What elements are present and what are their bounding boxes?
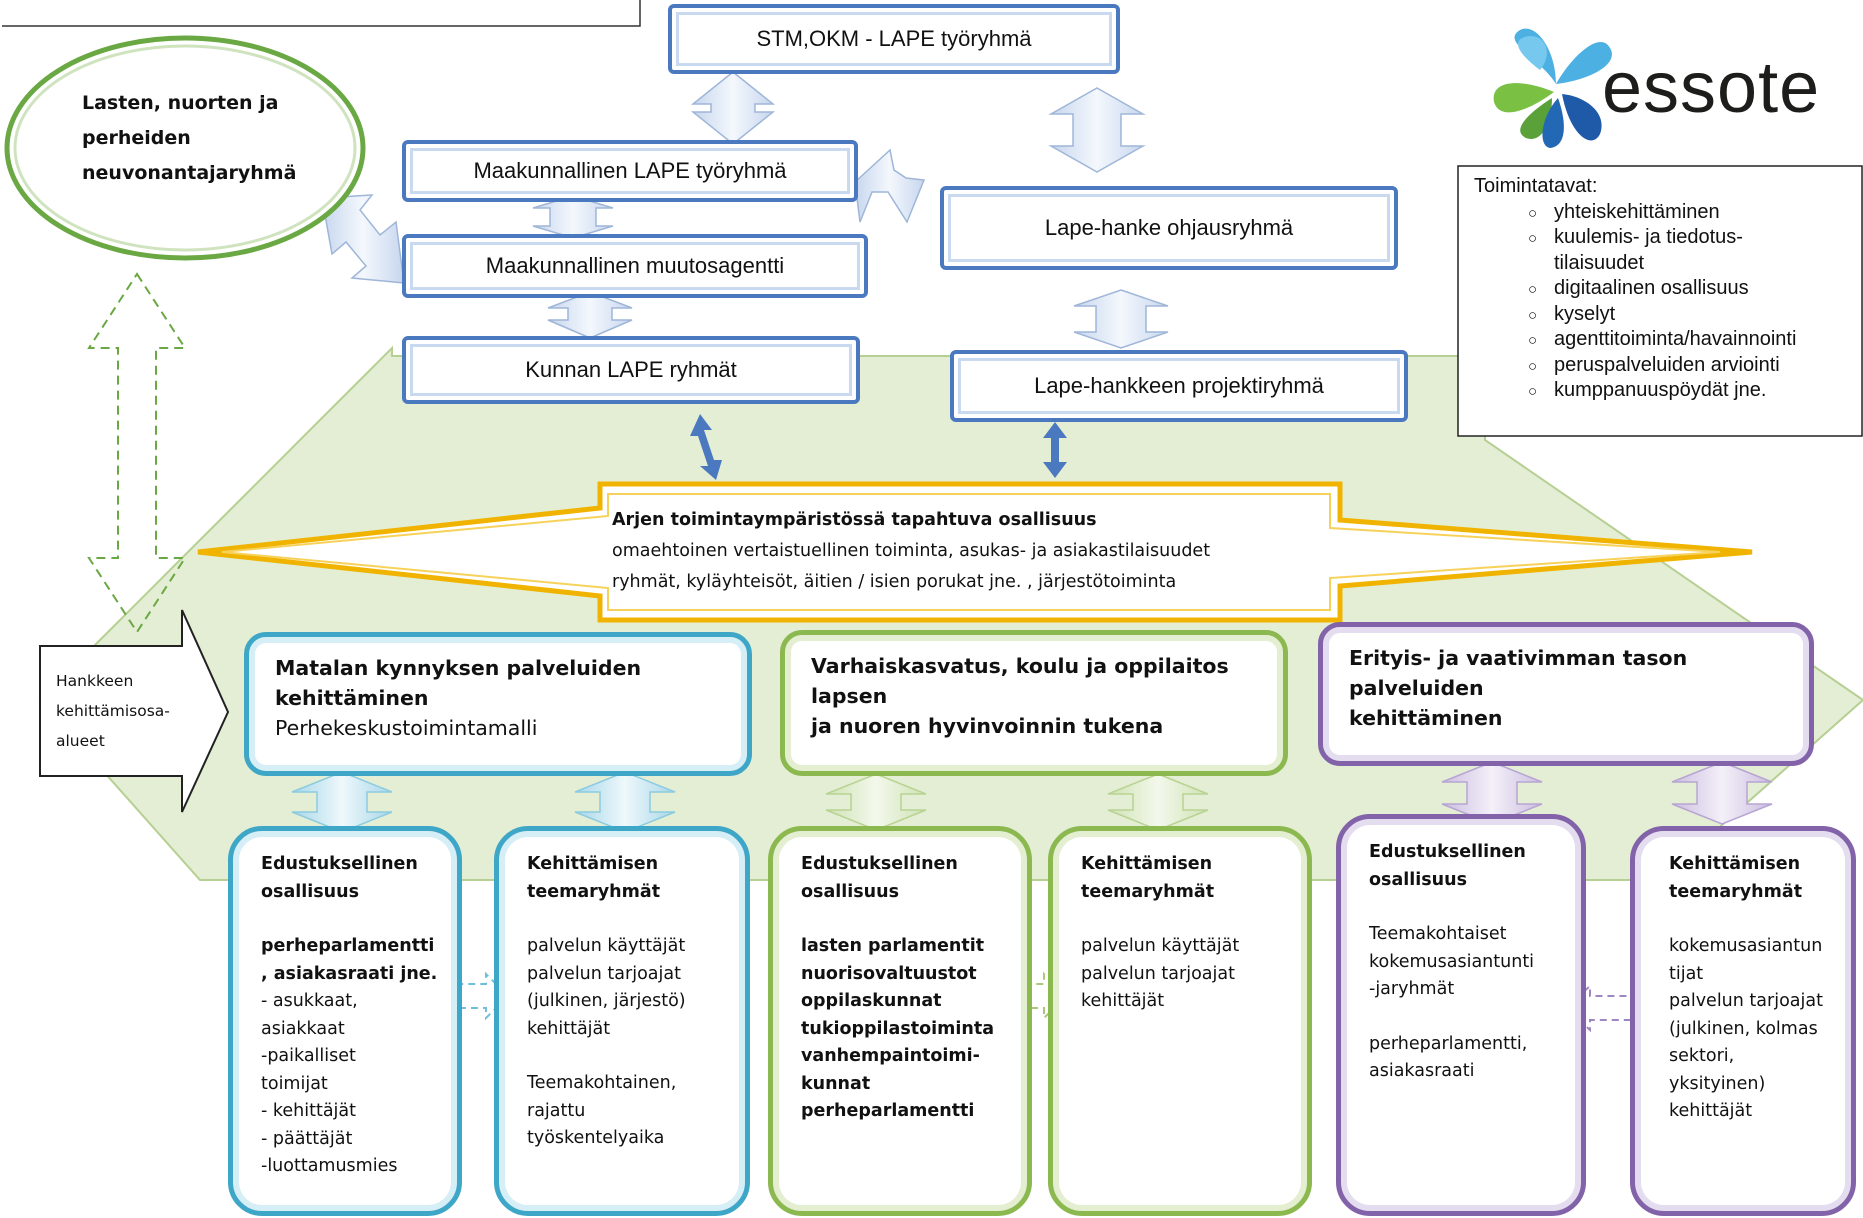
arrow-muutos-kunta [547, 291, 633, 339]
muutosagentti-box: Maakunnallinen muutosagentti [402, 234, 868, 298]
hankkeen-arrow [39, 609, 230, 813]
arrow-ohjaus-projekti [1073, 289, 1169, 349]
dashed-advisory-arrow [87, 272, 187, 634]
top-left-frame [2, 0, 641, 27]
arjen-line3: ryhmät, kyläyhteisöt, äitien / isien por… [612, 572, 1177, 592]
arjen-title: Arjen toimintaympäristössä tapahtuva osa… [612, 510, 1097, 530]
area-varhais: Varhaiskasvatus, koulu ja oppilaitos lap… [780, 630, 1288, 776]
card-purple-edustus: Edustuksellinen osallisuus Teemakohtaise… [1336, 814, 1586, 1216]
arrow-projekti-arjen [1043, 422, 1067, 478]
advisory-group-text: Lasten, nuorten ja perheiden neuvonantaj… [82, 92, 297, 184]
projektiryhma-label: Lape-hankkeen projektiryhmä [1034, 373, 1324, 398]
arjen-text: Arjen toimintaympäristössä tapahtuva osa… [612, 505, 1210, 598]
arjen-line2: omaehtoinen vertaistuellinen toiminta, a… [612, 541, 1211, 561]
card-blue-kehitys: Kehittämisen teemaryhmät palvelun käyttä… [494, 826, 750, 1216]
arrow-stm-ohjaus [1048, 87, 1146, 173]
maakunnallinen-lape-box: Maakunnallinen LAPE työryhmä [402, 140, 858, 202]
stm-okm-box: STM,OKM - LAPE työryhmä [668, 4, 1120, 74]
toimintatavat-item: digitaalinen osallisuus [1474, 276, 1796, 302]
toimintatavat-item: kuulemis- ja tiedotus- [1474, 225, 1796, 251]
toimintatavat-item: kyselyt [1474, 302, 1796, 327]
toimintatavat-item: kumppanuuspöydät jne. [1474, 378, 1796, 404]
toimintatavat-box: Toimintatavat: yhteiskehittäminen kuulem… [1474, 174, 1796, 404]
ohjausryhma-label: Lape-hanke ohjausryhmä [1044, 215, 1294, 240]
toimintatavat-title: Toimintatavat: [1474, 175, 1598, 197]
area-matala: Matalan kynnyksen palveluiden kehittämin… [244, 632, 752, 776]
card-green-kehitys: Kehittämisen teemaryhmät palvelun käyttä… [1048, 826, 1312, 1216]
card-purple-kehitys: Kehittämisen teemaryhmät kokemusasiantun… [1630, 826, 1856, 1216]
arrow-kunta-arjen [690, 414, 722, 480]
card-green-edustus: Edustuksellinen osallisuus lasten parlam… [768, 826, 1032, 1216]
arrow-stm-maakunta [690, 71, 776, 145]
stm-okm-label: STM,OKM - LAPE työryhmä [756, 26, 1032, 51]
advisory-ellipse [4, 35, 366, 261]
orange-double-arrow [197, 481, 1753, 623]
kunnan-lape-label: Kunnan LAPE ryhmät [525, 357, 737, 382]
kunnan-lape-box: Kunnan LAPE ryhmät [402, 336, 860, 404]
toimintatavat-item: peruspalveluiden arviointi [1474, 353, 1796, 378]
projektiryhma-box: Lape-hankkeen projektiryhmä [950, 350, 1408, 422]
ohjausryhma-box: Lape-hanke ohjausryhmä [940, 186, 1398, 270]
toimintatavat-item-cont: tilaisuudet [1554, 251, 1645, 274]
toimintatavat-item: yhteiskehittäminen [1474, 200, 1796, 225]
maakunnallinen-lape-label: Maakunnallinen LAPE työryhmä [473, 158, 787, 183]
area-erityis: Erityis- ja vaativimman tason palveluide… [1318, 622, 1814, 766]
toimintatavat-item: agenttitoiminta/havainnointi [1474, 327, 1796, 353]
essote-clover-icon [1493, 28, 1612, 148]
arrow-purple-2 [1671, 761, 1773, 825]
essote-logo-text: essote [1602, 48, 1821, 128]
arrow-maakunta-muutos [532, 195, 614, 239]
toimintatavat-list: yhteiskehittäminen kuulemis- ja tiedotus… [1474, 200, 1796, 404]
arrow-maakunta-ohjaus [854, 148, 926, 224]
hankkeen-label: Hankkeen kehittämisosa- alueet [56, 672, 170, 750]
muutosagentti-label: Maakunnallinen muutosagentti [485, 253, 785, 278]
card-blue-edustus: Edustuksellinen osallisuus perheparlamen… [228, 826, 462, 1216]
